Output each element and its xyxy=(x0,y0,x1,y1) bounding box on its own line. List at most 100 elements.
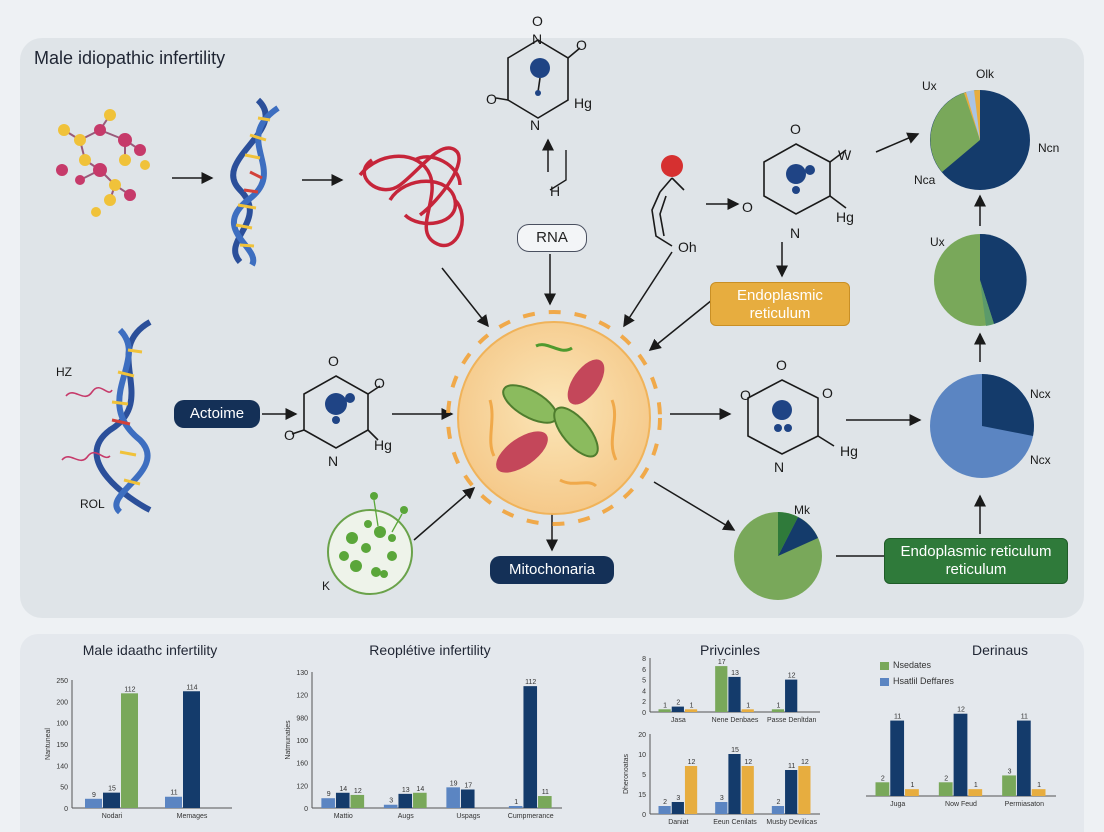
p2-ux-label: Ux xyxy=(930,235,945,249)
y-axis-label: Dheronoatas xyxy=(623,753,630,794)
legend-label-2: Hsatlil Deffares xyxy=(893,676,954,686)
m4-o-label: O xyxy=(776,357,787,373)
m1-top-label: O xyxy=(532,13,543,29)
vesicle-k-label: K xyxy=(322,579,330,593)
endoplasmic-reticulum-node: Endoplasmic reticulum xyxy=(710,282,850,326)
bar xyxy=(728,676,741,712)
m2-o-label: O xyxy=(790,121,801,137)
bar-value-label: 1 xyxy=(974,782,978,789)
bar-value-label: 14 xyxy=(416,786,424,793)
y-tick-label: 0 xyxy=(642,812,646,819)
mitochondria-node-label: Mitochonaria xyxy=(509,561,595,578)
bar-value-label: 19 xyxy=(450,780,458,787)
bar-value-label: 2 xyxy=(881,775,885,782)
category-label: Passe Denltdan xyxy=(767,717,817,724)
diagram-title: Male idiopathic infertility xyxy=(34,48,226,68)
hexagon-molecule-icon-2 xyxy=(763,143,847,215)
m3-n-label: N xyxy=(328,453,338,469)
bar-value-label: 11 xyxy=(894,714,901,721)
bar-value-label: 11 xyxy=(542,789,549,796)
y-tick-label: 10 xyxy=(638,752,646,759)
dna-helix-icon-2 xyxy=(61,319,152,515)
bar-value-label: 14 xyxy=(339,786,347,793)
m2-o-left-label: O xyxy=(742,199,753,215)
bar xyxy=(103,792,120,808)
bar-value-label: 2 xyxy=(944,775,948,782)
m2-n-label: N xyxy=(790,225,800,241)
pie-chart-3 xyxy=(930,374,1034,478)
molecule-cluster-icon xyxy=(56,109,150,217)
bar xyxy=(538,796,552,808)
bar xyxy=(1002,775,1016,796)
actoime-node: Actoime xyxy=(174,400,260,428)
chart5-legend: Nsedates Hsatlil Deffares xyxy=(880,660,954,686)
bar xyxy=(771,806,785,814)
vesicle-icon xyxy=(327,492,413,595)
cell-icon xyxy=(446,310,662,526)
y-tick-label: 100 xyxy=(296,738,308,745)
legend-label-1: Nsedates xyxy=(893,660,932,670)
category-label: Mattio xyxy=(334,813,353,820)
m1-o-left-label: O xyxy=(486,91,497,107)
dna-helix-icon xyxy=(230,97,280,267)
bar-value-label: 1 xyxy=(514,799,518,806)
bar-value-label: 15 xyxy=(731,747,739,754)
y-tick-label: 0 xyxy=(304,806,308,813)
bar-value-label: 112 xyxy=(525,679,536,686)
bar xyxy=(350,794,365,808)
category-label: Cumpmerance xyxy=(508,813,554,820)
m3-o-right-label: O xyxy=(374,375,385,391)
y-tick-label: 200 xyxy=(56,699,68,706)
m1-h-label: H xyxy=(550,183,560,199)
pie-chart-1 xyxy=(930,90,1030,190)
bar xyxy=(785,679,798,712)
bar xyxy=(728,754,741,814)
mitochondria-node: Mitochonaria xyxy=(490,556,614,584)
p1-ux-label: Ux xyxy=(922,79,937,93)
m4-n-label: N xyxy=(774,459,784,475)
bar-value-label: 1 xyxy=(1037,782,1041,789)
y-tick-label: 140 xyxy=(56,763,68,770)
m1-n2-label: N xyxy=(530,117,540,133)
category-label: Musby Devilicas xyxy=(766,819,817,826)
y-tick-label: 130 xyxy=(296,670,308,677)
bar-value-label: 2 xyxy=(676,700,680,707)
bar-value-label: 3 xyxy=(1008,768,1012,775)
y-tick-label: 20 xyxy=(638,732,646,739)
y-tick-label: 2 xyxy=(642,699,646,706)
hexagon-molecule-icon-3 xyxy=(291,375,381,449)
bar xyxy=(741,709,754,712)
y-tick-label: 6 xyxy=(642,667,646,674)
rna-node: RNA xyxy=(517,224,587,252)
bar xyxy=(398,793,413,808)
bar-value-label: 3 xyxy=(389,798,393,805)
y-tick-label: 980 xyxy=(296,715,308,722)
bar xyxy=(741,766,754,814)
bar xyxy=(890,720,905,796)
bar xyxy=(953,713,968,796)
category-label: Daniat xyxy=(668,819,688,826)
bar-value-label: 13 xyxy=(402,787,410,794)
chart1-title: Male idaathc infertility xyxy=(82,642,218,658)
bar-value-label: 2 xyxy=(776,799,780,806)
pie-chart-2 xyxy=(934,233,1027,326)
bar xyxy=(523,686,538,808)
m1-n-label: N xyxy=(532,31,542,47)
m3-hg-label: Hg xyxy=(374,437,392,453)
m3-o-left-label: O xyxy=(284,427,295,443)
bar-value-label: 13 xyxy=(731,670,739,677)
hexagon-molecule-icon xyxy=(495,39,581,119)
bar xyxy=(771,709,785,712)
bar-value-label: 17 xyxy=(718,659,726,666)
category-label: Eeun Cenilats xyxy=(713,819,757,826)
bar-value-label: 1 xyxy=(690,702,694,709)
bar-value-label: 15 xyxy=(108,786,116,793)
bar xyxy=(1016,720,1031,796)
y-axis-label: Natmunaties xyxy=(285,720,292,760)
hexagon-molecule-icon-4 xyxy=(747,379,835,455)
bar xyxy=(798,766,811,814)
bar xyxy=(785,770,798,814)
m2-w-label: W xyxy=(838,147,852,163)
y-tick-label: 0 xyxy=(64,806,68,813)
